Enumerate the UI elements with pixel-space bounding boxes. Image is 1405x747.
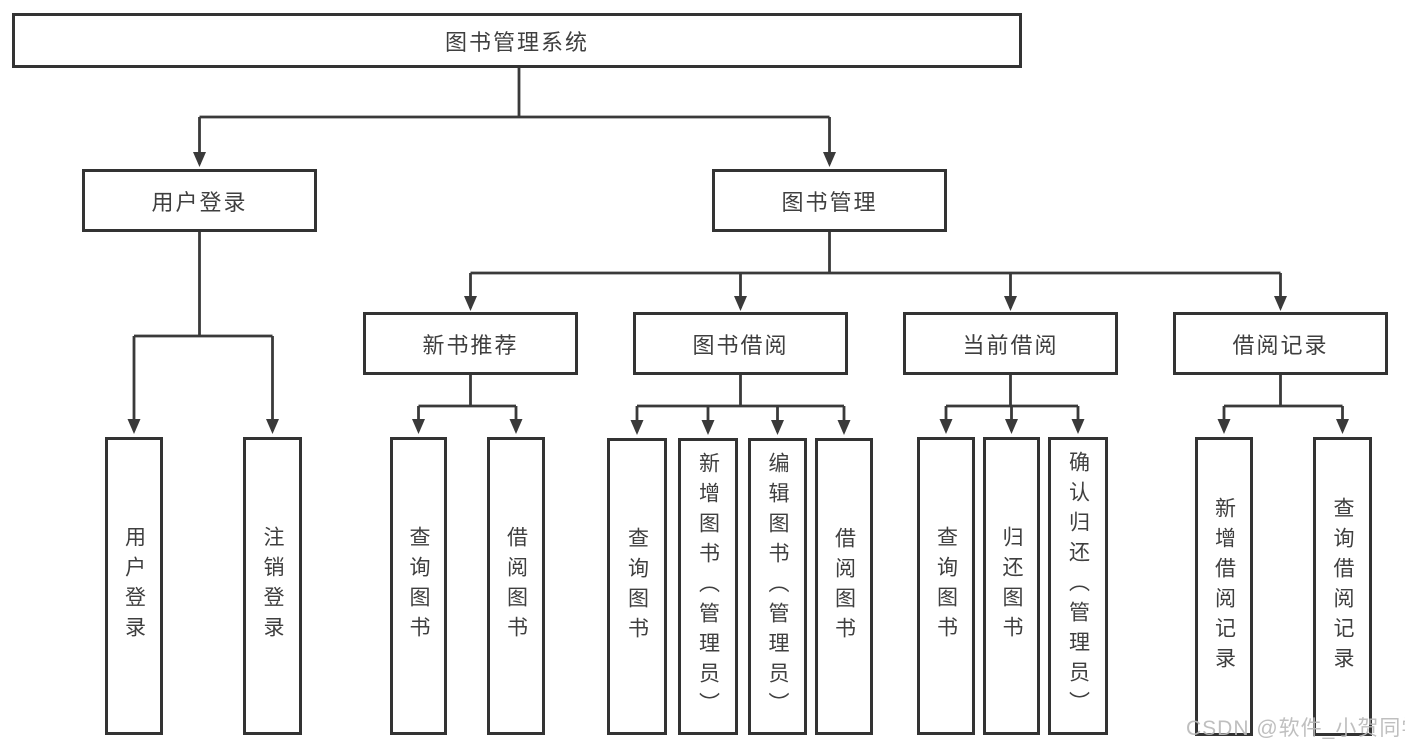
node-current-borrow-label: 当前借阅 — [962, 332, 1059, 358]
connector-borrow-records-branch — [1224, 375, 1343, 408]
node-borrow-records: 借阅记录 — [1173, 312, 1388, 375]
leaf-borrow-books-2-label: 借阅图书 — [832, 526, 856, 647]
connector-book-management-branch — [470, 232, 1281, 275]
connector-user-login-branch — [134, 232, 273, 338]
node-borrow-records-label: 借阅记录 — [1232, 332, 1329, 358]
node-current-borrow: 当前借阅 — [903, 312, 1118, 375]
leaf-confirm-return-admin-label: 确认归还（管理员） — [1066, 451, 1090, 721]
leaf-logout: 注销登录 — [243, 437, 302, 735]
leaf-query-books-3: 查询图书 — [917, 437, 975, 735]
leaf-query-borrow-record: 查询借阅记录 — [1313, 437, 1372, 736]
leaf-logout-label: 注销登录 — [261, 526, 285, 646]
node-book-borrow-label: 图书借阅 — [692, 332, 789, 358]
connector-root-branch — [199, 68, 830, 119]
node-user-login: 用户登录 — [82, 169, 317, 232]
node-book-management: 图书管理 — [712, 169, 947, 232]
csdn-watermark: CSDN @软件_小贺同学 — [1186, 717, 1405, 740]
leaf-query-borrow-record-label: 查询借阅记录 — [1331, 496, 1355, 677]
leaf-edit-book-admin: 编辑图书（管理员） — [748, 438, 807, 735]
node-library-management-system-label: 图书管理系统 — [444, 29, 589, 55]
leaf-user-login-label: 用户登录 — [122, 526, 146, 646]
leaf-user-login: 用户登录 — [105, 437, 163, 735]
leaf-return-book: 归还图书 — [983, 437, 1040, 735]
connector-new-book-branch — [418, 375, 516, 408]
leaf-query-books-1-label: 查询图书 — [407, 526, 431, 646]
leaf-borrow-books-1-label: 借阅图书 — [504, 526, 528, 646]
leaf-confirm-return-admin: 确认归还（管理员） — [1048, 437, 1108, 735]
node-library-management-system: 图书管理系统 — [12, 13, 1022, 68]
node-user-login-label: 用户登录 — [151, 189, 248, 215]
node-book-borrow: 图书借阅 — [633, 312, 848, 375]
leaf-borrow-books-1: 借阅图书 — [487, 437, 545, 735]
leaf-query-books-3-label: 查询图书 — [934, 526, 958, 646]
leaf-query-books-2-label: 查询图书 — [625, 526, 649, 647]
node-new-book-recommend-label: 新书推荐 — [422, 332, 519, 358]
connector-book-borrow-branch — [637, 375, 844, 408]
node-new-book-recommend: 新书推荐 — [363, 312, 578, 375]
leaf-add-book-admin-label: 新增图书（管理员） — [696, 451, 720, 722]
leaf-add-borrow-record: 新增借阅记录 — [1195, 437, 1253, 736]
leaf-add-book-admin: 新增图书（管理员） — [678, 438, 738, 735]
leaf-borrow-books-2: 借阅图书 — [815, 438, 873, 735]
leaf-add-borrow-record-label: 新增借阅记录 — [1212, 496, 1236, 677]
leaf-query-books-2: 查询图书 — [607, 438, 667, 735]
node-book-management-label: 图书管理 — [781, 189, 878, 215]
connector-current-borrow-branch — [946, 375, 1078, 408]
leaf-edit-book-admin-label: 编辑图书（管理员） — [766, 451, 790, 722]
leaf-return-book-label: 归还图书 — [1000, 526, 1024, 646]
leaf-query-books-1: 查询图书 — [390, 437, 447, 735]
